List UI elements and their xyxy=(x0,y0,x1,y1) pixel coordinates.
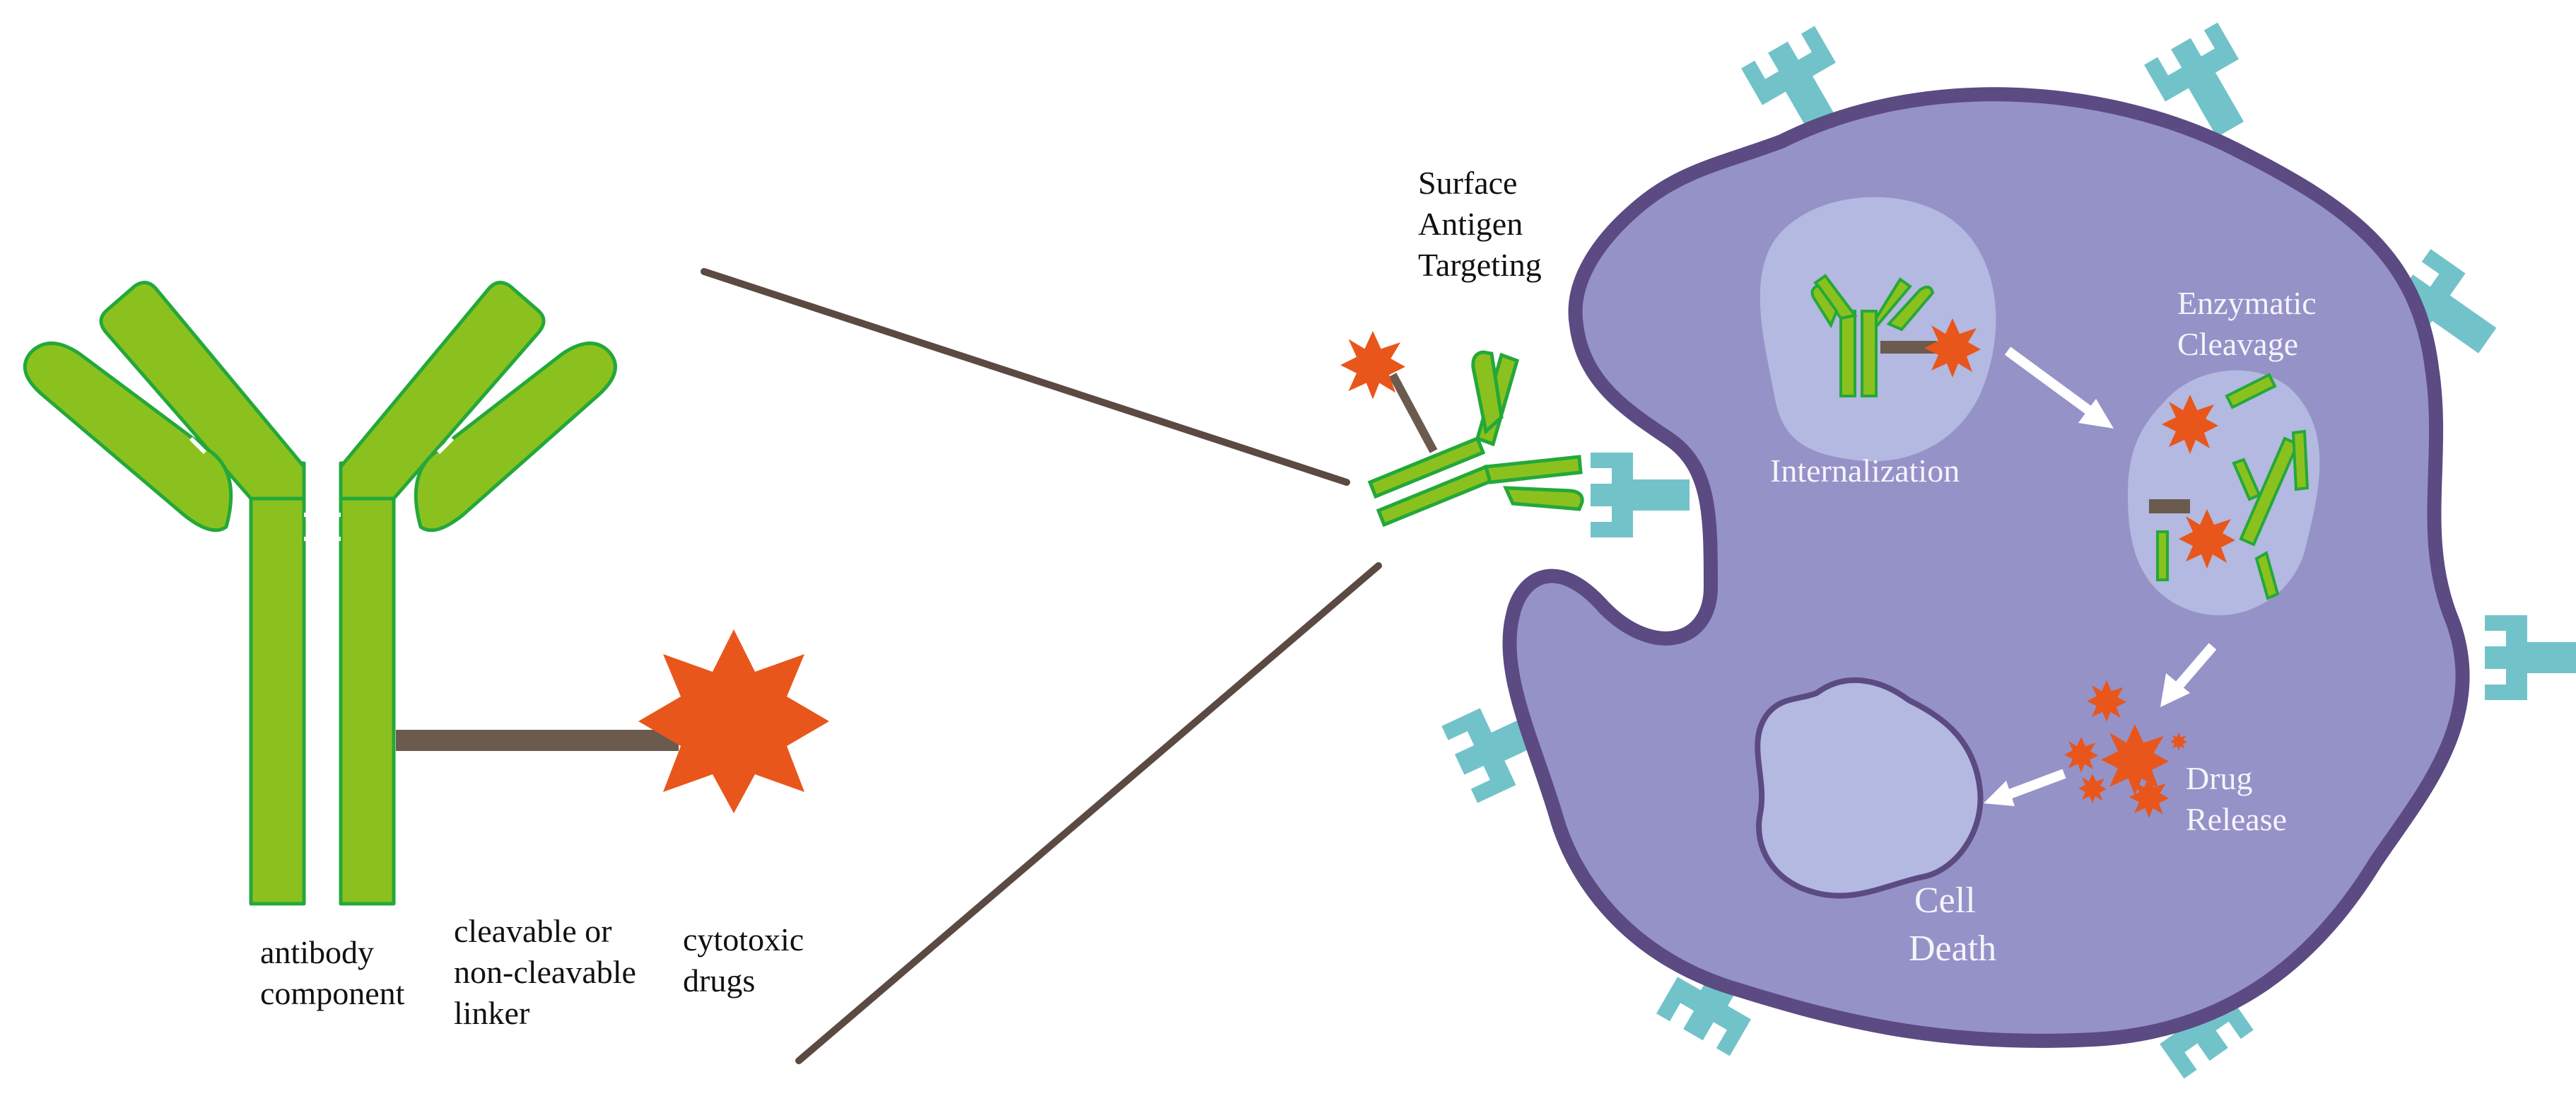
label-line: Enzymatic xyxy=(2177,285,2317,321)
label-internalization: Internalization xyxy=(1770,450,1960,491)
antibody-heavy-left xyxy=(249,461,306,906)
endosome-vesicle xyxy=(1760,197,1996,462)
label-line: cleavable or xyxy=(454,913,612,949)
label-line: Internalization xyxy=(1770,453,1960,489)
label-line: drugs xyxy=(683,962,756,998)
label-line: Drug xyxy=(2186,760,2253,796)
label-antibody-component: antibody component xyxy=(260,932,404,1014)
label-line: Surface xyxy=(1418,165,1518,201)
bound-adc xyxy=(1340,331,1584,528)
receptor-icon xyxy=(2485,615,2576,700)
label-surface-antigen-targeting: Surface Antigen Targeting xyxy=(1418,163,1542,286)
label-line: Release xyxy=(2186,801,2288,837)
label-line: Cleavage xyxy=(2177,326,2299,362)
internalized-antibody-icon xyxy=(1810,274,1935,397)
antibody-heavy-right xyxy=(339,461,396,906)
label-line: cytotoxic xyxy=(683,921,804,957)
cancer-cell xyxy=(1502,87,2470,1048)
linker-bar xyxy=(396,730,679,751)
label-line: Antigen xyxy=(1418,206,1523,242)
adc-detail xyxy=(23,281,829,906)
label-line: antibody xyxy=(260,934,374,970)
antibody-left-light-chain xyxy=(23,342,233,532)
white-arrow-icon xyxy=(2078,399,2114,429)
receptor-icon xyxy=(1591,453,1690,537)
arrow-release-to-death xyxy=(2006,769,2066,800)
antibody-left-heavy-arm xyxy=(99,281,306,501)
label-line: component xyxy=(260,975,405,1011)
cell-nucleus xyxy=(1755,677,1984,899)
label-line: linker xyxy=(454,995,530,1031)
label-line: Death xyxy=(1909,928,1997,969)
label-linker: cleavable or non-cleavable linker xyxy=(454,911,636,1034)
antibody-right-light-chain xyxy=(414,342,617,532)
arrow-cleavage-to-release xyxy=(2173,643,2217,691)
label-line: Cell xyxy=(1914,880,1976,921)
bound-antibody-icon xyxy=(1367,350,1584,528)
cleaved-antibody-fragments xyxy=(2156,373,2309,600)
process-arrows xyxy=(1984,347,2217,806)
label-cell-death: Cell Death xyxy=(1909,877,1996,973)
zoom-connectors xyxy=(701,268,1382,1064)
connector-bottom xyxy=(795,562,1382,1064)
label-line: non-cleavable xyxy=(454,954,636,990)
lysosome-vesicle xyxy=(2128,370,2320,616)
label-enzymatic-cleavage: Enzymatic Cleavage xyxy=(2177,283,2317,365)
cleaved-linker xyxy=(2149,499,2190,513)
white-arrow-icon xyxy=(1984,781,2015,806)
disulfide-bridges xyxy=(189,436,455,541)
bound-linker xyxy=(1388,373,1438,453)
arrow-internalization-to-cleavage xyxy=(2004,347,2096,417)
connector-top xyxy=(701,268,1350,486)
label-cytotoxic-drugs: cytotoxic drugs xyxy=(683,919,804,1001)
cytotoxic-drug-icon xyxy=(638,629,829,813)
antibody-right-heavy-arm xyxy=(339,281,546,501)
antibody-icon xyxy=(23,281,617,906)
internalized-linker xyxy=(1880,341,1937,354)
white-arrow-icon xyxy=(2160,673,2190,707)
label-drug-release: Drug Release xyxy=(2186,758,2287,840)
label-line: Targeting xyxy=(1418,247,1542,283)
